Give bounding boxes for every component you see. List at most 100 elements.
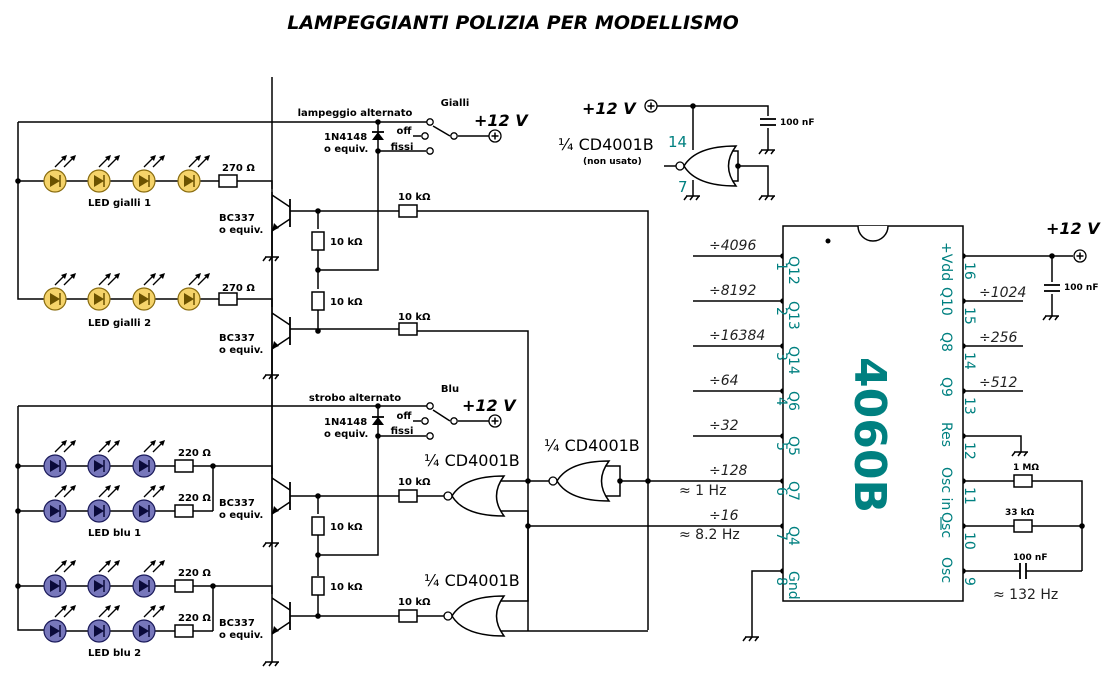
led-ray-head (159, 440, 165, 446)
ic-pin-number: 9 (961, 577, 977, 586)
led-yellow-icon (43, 155, 76, 193)
led-ray-head (204, 273, 210, 279)
transistor-collector (271, 312, 291, 326)
yellow-diode-label: 1N4148 (324, 132, 367, 143)
led-yellow-icon (177, 155, 210, 193)
led-ray-head (150, 273, 156, 279)
yellow1-string-label: LED gialli 1 (88, 198, 151, 209)
yellow1-base-resistor-label: 10 kΩ (398, 192, 431, 203)
blue-mode-fixed-label: fissi (391, 426, 414, 437)
led-ray-head (150, 605, 156, 611)
ic-pin-name: Q13 (785, 301, 801, 330)
ground-hatch (770, 149, 775, 155)
blue-diode-label: 1N4148 (324, 417, 367, 428)
osc-r2-label: 33 kΩ (1005, 508, 1035, 518)
junction-dot (617, 478, 623, 484)
npn-transistor-icon (271, 477, 291, 515)
gate-bubble (443, 491, 453, 501)
ground-hatch (262, 542, 267, 548)
ic-pin1-marker (825, 238, 831, 244)
switch-contact (421, 132, 429, 140)
blue-mode-strobe-label: strobo alternato (309, 393, 401, 404)
junction-dot (315, 552, 321, 558)
wire (237, 298, 273, 307)
yellow1-transistor-note: o equiv. (219, 225, 263, 236)
ic-pin-number: 5 (773, 442, 789, 451)
yellow-divider2-label: 10 kΩ (330, 297, 363, 308)
ic-pin-number: 7 (773, 532, 789, 541)
ic-name: 4060B (844, 357, 895, 513)
ground-hatch (754, 636, 759, 642)
led-triangle (50, 175, 60, 187)
ic-pin-number: 8 (773, 577, 789, 586)
ic-pin-number: 15 (961, 307, 977, 325)
ic-pin-divider: ÷8192 (709, 283, 756, 299)
yellow2-resistor-label: 270 Ω (222, 283, 255, 294)
ground-hatch (1042, 315, 1047, 321)
junction-dot (1079, 523, 1085, 529)
ic-pin-number: 4 (773, 397, 789, 406)
gate-bubble (675, 161, 685, 171)
wire (237, 180, 273, 189)
wire (1032, 480, 1083, 571)
ic-pin-name: Q8 (938, 332, 954, 352)
led-blue-icon (132, 605, 165, 643)
led-ray-head (150, 485, 156, 491)
blue2-transistor-label: BC337 (219, 618, 255, 629)
ic-pin-number: 12 (961, 442, 977, 460)
junction-dot (375, 119, 381, 125)
led-ray-head (70, 560, 76, 566)
led-ray-head (159, 560, 165, 566)
yellow2-string-label: LED gialli 2 (88, 318, 151, 329)
led-ray-head (159, 155, 165, 161)
led-ray-head (61, 440, 67, 446)
wire (318, 122, 379, 271)
junction-dot (525, 478, 531, 484)
switch-contact (450, 417, 458, 425)
yellow-diode-note: o equiv. (324, 144, 368, 155)
wires (17, 77, 1083, 662)
ic-decoupling-cap-label: 100 nF (1064, 283, 1098, 293)
ground-icon (758, 195, 775, 201)
wire (751, 570, 783, 637)
nor-gate-icon (443, 595, 506, 637)
ground-hatch (764, 149, 769, 155)
ic-pin-number: 1 (773, 262, 789, 271)
ic-pin-number: 14 (961, 352, 977, 370)
led-yellow-icon (132, 273, 165, 311)
gate-c-label: ¼ CD4001B (424, 571, 520, 590)
osc-freq-label: ≈ 132 Hz (993, 587, 1058, 603)
gate-bubble (443, 611, 453, 621)
yellow1-resistor-label: 270 Ω (222, 163, 255, 174)
junction-dot (315, 267, 321, 273)
diode-icon (372, 417, 384, 425)
led-triangle (50, 505, 60, 517)
yellow1-transistor-label: BC337 (219, 213, 255, 224)
junction-dot (15, 178, 21, 184)
led-yellow-icon (177, 273, 210, 311)
ic-pin-name: Gnd (785, 571, 801, 600)
led-triangle (50, 580, 60, 592)
ground-hatch (1023, 451, 1028, 457)
ic-pins: 1Q12÷40962Q13÷81923Q14÷163844Q6÷645Q5÷32… (709, 238, 1026, 600)
ic-pin-divider: ÷128 (709, 463, 748, 479)
blue-mode-off-label: off (397, 411, 413, 422)
led-triangle (139, 293, 149, 305)
led-triangle (94, 505, 104, 517)
resistor (218, 174, 238, 188)
led-triangle (184, 175, 194, 187)
ground-hatch (758, 149, 763, 155)
junction-dot (210, 463, 216, 469)
resistor (311, 576, 325, 596)
wire (963, 435, 1022, 452)
switch-contact (426, 432, 434, 440)
gate-gnd-pin: 7 (678, 178, 688, 196)
gate-unused-label: ¼ CD4001B (558, 135, 654, 154)
gate-body (451, 475, 506, 517)
ic-pin-name: Osc in (938, 467, 954, 510)
ground-hatch (262, 374, 267, 380)
yellow2-transistor-note: o equiv. (219, 345, 263, 356)
led-blue-icon (87, 605, 120, 643)
diode-icon (372, 132, 384, 140)
led-ray-head (195, 273, 201, 279)
